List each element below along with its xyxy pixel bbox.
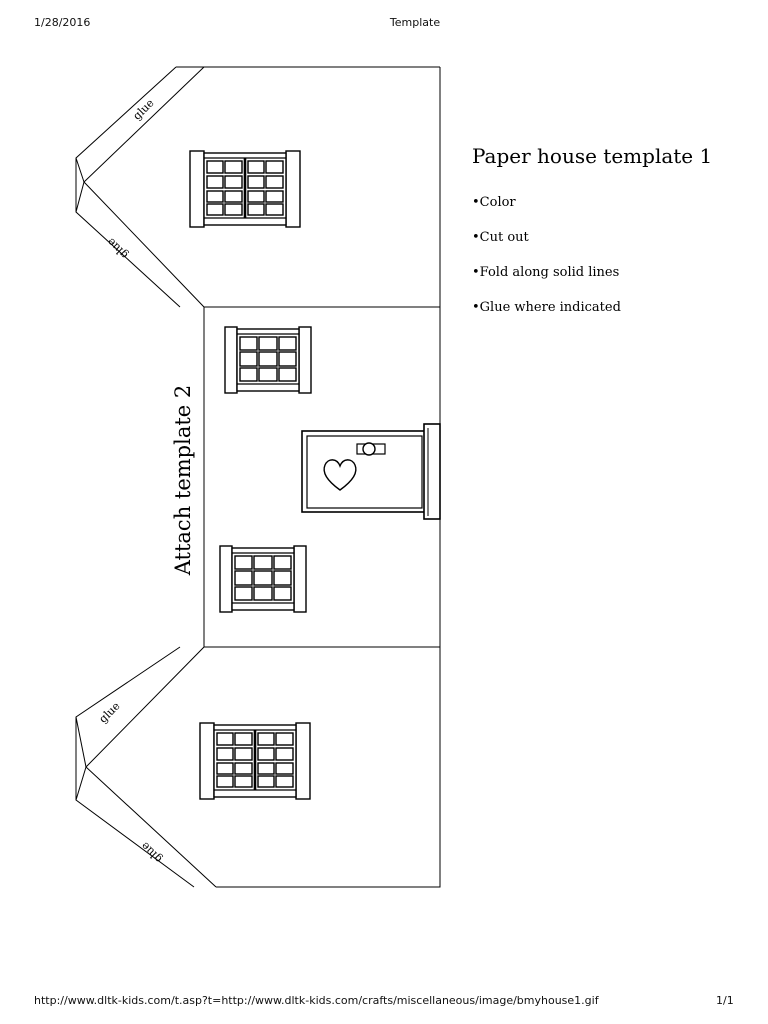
window-front-upper [224,326,312,394]
page-number: 1/1 [716,994,734,1007]
glue-label-top-lower: glue [104,235,130,261]
instruction-item: •Cut out [472,230,530,245]
heart-icon [323,459,357,491]
template-title: Paper house template 1 [472,144,712,168]
glue-label-bottom-lower: glue [138,839,164,865]
window-top-gable [188,149,302,229]
print-title: Template [389,16,441,29]
bottom-roof-glue-tabs [75,646,217,888]
glue-label-bottom-upper: glue [96,699,122,725]
top-roof-glue-tabs [75,66,205,308]
front-door [301,423,441,520]
instruction-item: •Fold along solid lines [472,265,619,280]
instruction-item: •Color [472,195,516,210]
window-front-lower [219,545,307,613]
window-bottom-gable [198,721,312,801]
source-url: http://www.dltk-kids.com/t.asp?t=http://… [34,994,599,1007]
house-outline [176,66,441,888]
glue-label-top-upper: glue [130,96,156,122]
print-date: 1/28/2016 [34,16,91,29]
attach-template-label: Attach template 2 [171,385,195,577]
instruction-item: •Glue where indicated [472,300,621,315]
